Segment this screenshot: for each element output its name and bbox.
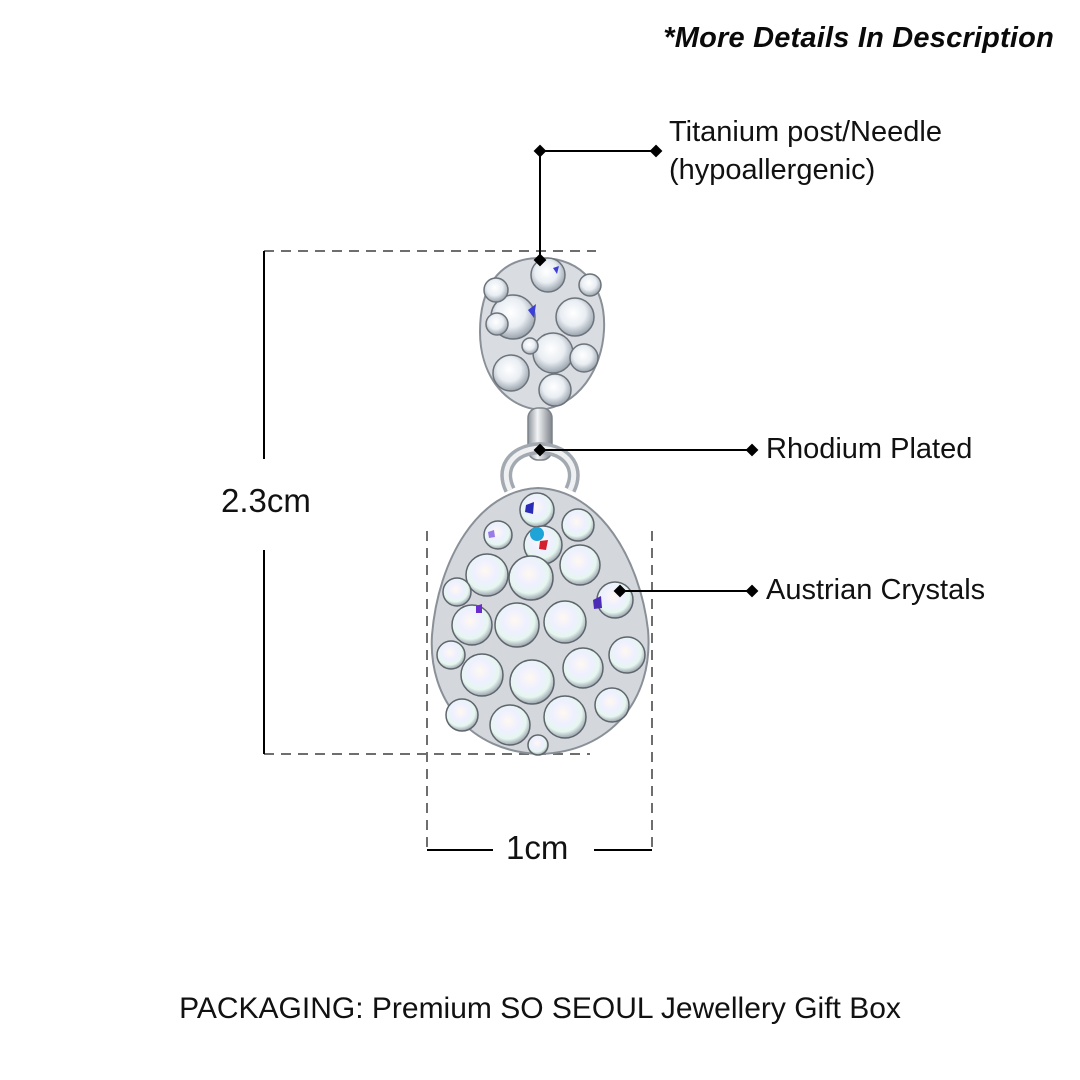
callout-post-line1: Titanium post/Needle	[669, 116, 942, 148]
callout-post: Titanium post/Needle (hypoallergenic)	[669, 113, 942, 189]
callout-plating: Rhodium Plated	[766, 433, 973, 465]
callout-crystals: Austrian Crystals	[766, 574, 986, 606]
details-note: *More Details In Description	[663, 22, 1054, 54]
callout-leader-crystals	[613, 584, 759, 598]
earring-drop-icon	[430, 486, 650, 756]
packaging-text: PACKAGING: Premium SO SEOUL Jewellery Gi…	[179, 992, 901, 1025]
callout-post-line2: (hypoallergenic)	[669, 154, 876, 186]
height-dimension-label: 2.3cm	[221, 482, 311, 519]
width-dimension-label: 1cm	[506, 829, 569, 866]
callout-leader-plating	[533, 443, 759, 457]
earring-stud-icon	[478, 256, 606, 412]
callout-leader-post	[533, 144, 663, 267]
